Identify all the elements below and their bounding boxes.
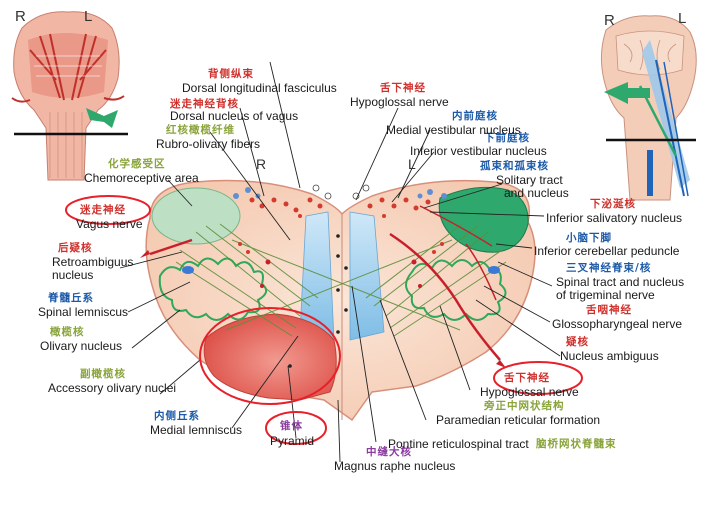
hypoglossal-bottom-cn: 舌下神经 <box>504 372 550 384</box>
right-brainstem-inset <box>600 15 697 201</box>
pyramid-label-annotation-circle <box>265 411 327 445</box>
hypoglossal-top-label: Hypoglossal nerve <box>350 95 449 109</box>
dorsal-longitudinal-cn: 背侧纵束 <box>208 68 254 80</box>
vagus-annotation-circle <box>65 195 151 225</box>
rubro-olivary-label: Rubro-olivary fibers <box>156 137 261 151</box>
medial-vestibular-label: Medial vestibular nucleus <box>386 123 521 137</box>
medulla-cross-section <box>140 179 536 422</box>
paramedian-reticular-cn: 旁正中网状结构 <box>484 400 565 412</box>
olivary-cn: 橄榄核 <box>50 326 85 338</box>
dorsal-vagus-label: Dorsal nucleus of vagus <box>170 109 299 123</box>
pyramid-cn: 锥体 <box>280 420 303 432</box>
dorsal-vagus-cn: 迷走神经背核 <box>170 98 239 110</box>
dorsal-longitudinal-label: Dorsal longitudinal fasciculus <box>182 81 337 95</box>
hypoglossal-bottom-label: Hypoglossal nerve <box>480 385 579 399</box>
vagus-nerve-cn: 迷走神经 <box>80 204 126 216</box>
spinal-trigeminal-cn: 三叉神经脊束/核 <box>566 262 652 274</box>
inferior-salivatory-label: Inferior salivatory nucleus <box>546 211 683 225</box>
inferior-vestibular-cn: 下前庭核 <box>484 132 530 144</box>
inferior-cerebellar-label: Inferior cerebellar peduncle <box>534 244 680 258</box>
leader-lines <box>119 61 561 463</box>
vagus-nerve-label: Vagus nerve <box>76 217 143 231</box>
left-inset-l-tag: L <box>84 8 93 25</box>
accessory-olivary-label: Accessory olivary nuclei <box>48 381 177 395</box>
right-inset-l-tag: L <box>678 10 687 27</box>
solitary-cn: 孤束和孤束核 <box>480 160 549 172</box>
hypoglossal-annotation-circle <box>493 361 583 395</box>
nucleus-ambiguus-cn: 疑核 <box>566 336 589 348</box>
hypoglossal-top-cn: 舌下神经 <box>380 82 426 94</box>
glossopharyngeal-label: Glossopharyngeal nerve <box>552 317 683 331</box>
pyramid-annotation-circle <box>199 307 341 405</box>
chemoreceptive-label: Chemoreceptive area <box>84 171 199 185</box>
left-inset-r-tag: R <box>15 8 26 25</box>
right-inset-r-tag: R <box>604 12 615 29</box>
pyramid-label: Pyramid <box>270 434 315 448</box>
pontine-reticulospinal-label: Pontine reticulospinal tract <box>388 437 529 451</box>
magnus-raphe-label: Magnus raphe nucleus <box>334 459 456 473</box>
rubro-olivary-cn: 红核橄榄纤维 <box>166 124 235 136</box>
left-brainstem-inset <box>11 11 128 181</box>
accessory-olivary-cn: 副橄榄核 <box>80 368 126 380</box>
medial-vestibular-cn: 内前庭核 <box>452 110 498 122</box>
inferior-salivatory-cn: 下泌涎核 <box>590 198 636 210</box>
nucleus-ambiguus-label: Nucleus ambiguus <box>560 349 659 363</box>
spinal-lemniscus-cn: 脊髓丘系 <box>48 292 94 304</box>
inferior-vestibular-label: Inferior vestibular nucleus <box>410 144 547 158</box>
chemoreceptive-cn: 化学感受区 <box>108 158 166 170</box>
inferior-cerebellar-cn: 小脑下脚 <box>566 232 612 244</box>
medial-lemniscus-cn: 内侧丘系 <box>154 410 200 422</box>
pontine-reticulospinal-cn: 脑桥网状脊髓束 <box>536 438 617 450</box>
glossopharyngeal-cn: 舌咽神经 <box>586 304 632 316</box>
magnus-raphe-cn: 中缝大核 <box>366 446 412 458</box>
annotation-circles <box>65 195 583 445</box>
olivary-label: Olivary nucleus <box>40 339 123 353</box>
paramedian-reticular-label: Paramedian reticular formation <box>436 413 601 427</box>
medial-lemniscus-label: Medial lemniscus <box>150 423 243 437</box>
spinal-lemniscus-label: Spinal lemniscus <box>38 305 129 319</box>
center-l-tag: L <box>408 156 416 172</box>
retroambiguus-cn: 后疑核 <box>58 242 93 254</box>
center-r-tag: R <box>256 156 267 172</box>
